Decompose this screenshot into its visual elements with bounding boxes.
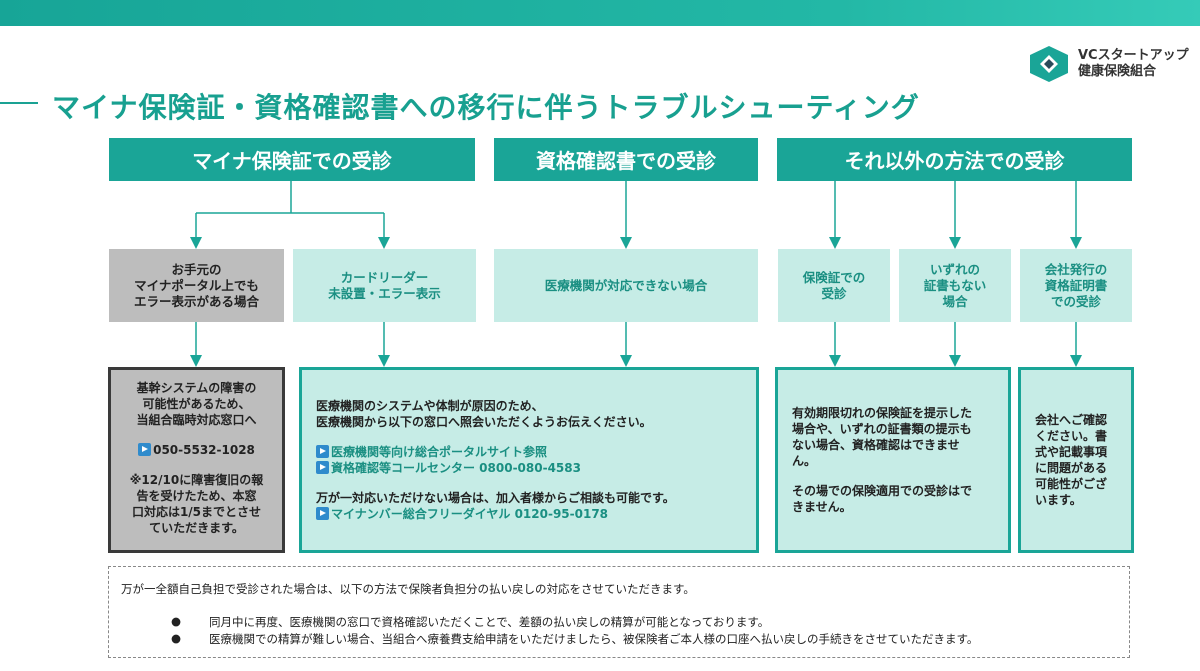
case-no-certificate-line-3: 場合: [942, 293, 968, 309]
system-failure-line-3: 当組合臨時対応窓口へ: [136, 413, 257, 427]
outcome-system-failure: 基幹システムの障害の 可能性があるため、 当組合臨時対応窓口へ 050-5532…: [108, 367, 285, 553]
outcome-company-check: 会社へご確認 ください。書 式や記載事項 に問題がある 可能性がござ います。: [1018, 367, 1134, 553]
header-certificate: 資格確認書での受診: [494, 138, 758, 181]
clinic-inquiry-line-2: 医療機関から以下の窓口へ照会いただくようお伝えください。: [316, 415, 652, 429]
case-company-cert-line-2: 資格証明書: [1044, 277, 1108, 293]
case-insurance-card-line-2: 受診: [821, 285, 847, 301]
bullet-icon: ●: [171, 614, 182, 628]
case-portal-error: お手元の マイナポータル上でも エラー表示がある場合: [109, 249, 284, 322]
logo-line-1: VCスタートアップ: [1078, 48, 1189, 63]
system-failure-line-2: 可能性があるため、: [142, 397, 251, 411]
outcome-clinic-inquiry: 医療機関のシステムや体制が原因のため、 医療機関から以下の窓口へ照会いただくよう…: [299, 367, 759, 553]
expired-line-4: ん。: [792, 454, 817, 468]
case-no-certificate-line-2: 証書もない: [923, 277, 987, 293]
case-clinic-unable: 医療機関が対応できない場合: [494, 249, 758, 322]
expired-line-3: ない場合、資格確認はできませ: [792, 438, 960, 452]
case-portal-error-line-3: エラー表示がある場合: [133, 293, 259, 309]
play-icon: [316, 461, 329, 474]
bullet-icon: ●: [171, 631, 182, 645]
case-no-certificate: いずれの 証書もない 場合: [899, 249, 1011, 322]
clinic-inquiry-line-3: 万が一対応いただけない場合は、加入者様からご相談も可能です。: [316, 491, 675, 505]
clinic-inquiry-line-1: 医療機関のシステムや体制が原因のため、: [316, 399, 544, 413]
company-check-line-2: ください。書: [1035, 429, 1108, 443]
system-failure-line-1: 基幹システムの障害の: [136, 381, 257, 395]
temporary-desk-phone[interactable]: 050-5532-1028: [153, 443, 255, 457]
company-check-line-6: います。: [1035, 493, 1082, 507]
logo-icon: [1030, 46, 1068, 82]
case-insurance-card: 保険証での 受診: [778, 249, 890, 322]
refund-note-intro: 万が一全額自己負担で受診された場合は、以下の方法で保険者負担分の払い戻しの対応を…: [121, 582, 695, 596]
company-check-line-4: に問題がある: [1035, 461, 1108, 475]
play-icon: [316, 445, 329, 458]
system-failure-note-4: ていただきます。: [149, 521, 244, 535]
play-icon: [316, 507, 329, 520]
expired-line-1: 有効期限切れの保険証を提示した: [792, 406, 973, 420]
case-company-cert-line-1: 会社発行の: [1044, 261, 1108, 277]
portal-site-link[interactable]: 医療機関等向け総合ポータルサイト参照: [331, 445, 548, 459]
case-company-cert-line-3: での受診: [1050, 293, 1101, 309]
case-insurance-card-line-1: 保険証での: [802, 269, 866, 285]
case-portal-error-line-2: マイナポータル上でも: [134, 277, 259, 293]
expired-line-6: きません。: [792, 500, 852, 514]
company-check-line-5: 可能性がござ: [1035, 477, 1108, 491]
header-other: それ以外の方法での受診: [777, 138, 1132, 181]
outcome-expired-card: 有効期限切れの保険証を提示した 場合や、いずれの証書類の提示も ない場合、資格確…: [775, 367, 1011, 553]
case-no-certificate-line-1: いずれの: [929, 261, 980, 277]
case-card-reader-line-2: 未設置・エラー表示: [328, 285, 441, 301]
logo-text: VCスタートアップ 健康保険組合: [1078, 48, 1189, 80]
system-failure-note-1: ※12/10に障害復旧の報: [129, 473, 264, 487]
page-title: マイナ保険証・資格確認書への移行に伴うトラブルシューティング: [52, 91, 920, 124]
case-card-reader-line-1: カードリーダー: [340, 269, 429, 285]
mynumber-dial-link[interactable]: マイナンバー総合フリーダイヤル 0120-95-0178: [331, 507, 609, 521]
case-clinic-unable-text: 医療機関が対応できない場合: [544, 277, 708, 293]
case-portal-error-line-1: お手元の: [171, 261, 222, 277]
play-icon: [138, 443, 152, 456]
top-accent-bar: [0, 0, 1200, 26]
title-rule: [0, 102, 38, 104]
case-card-reader: カードリーダー 未設置・エラー表示: [293, 249, 476, 322]
system-failure-note-3: 口対応は1/5までとさせ: [131, 505, 262, 519]
company-check-line-1: 会社へご確認: [1035, 413, 1108, 427]
call-center-link[interactable]: 資格確認等コールセンター 0800-080-4583: [331, 461, 581, 475]
refund-bullet-1-text: 同月中に再度、医療機関の窓口で資格確認いただくことで、差額の払い戻しの精算が可能…: [209, 615, 770, 629]
logo-line-2: 健康保険組合: [1078, 64, 1157, 79]
system-failure-note-2: 告を受けたため、本窓: [136, 489, 257, 503]
expired-line-5: その場での保険適用での受診はで: [792, 484, 973, 498]
company-check-line-3: 式や記載事項: [1035, 445, 1108, 459]
refund-note: 万が一全額自己負担で受診された場合は、以下の方法で保険者負担分の払い戻しの対応を…: [108, 566, 1130, 658]
case-company-cert: 会社発行の 資格証明書 での受診: [1020, 249, 1132, 322]
refund-bullet-2-text: 医療機関での精算が難しい場合、当組合へ療養費支給申請をいただけましたら、被保険者…: [209, 632, 979, 646]
header-mynacard: マイナ保険証での受診: [109, 138, 475, 181]
expired-line-2: 場合や、いずれの証書類の提示も: [792, 422, 972, 436]
